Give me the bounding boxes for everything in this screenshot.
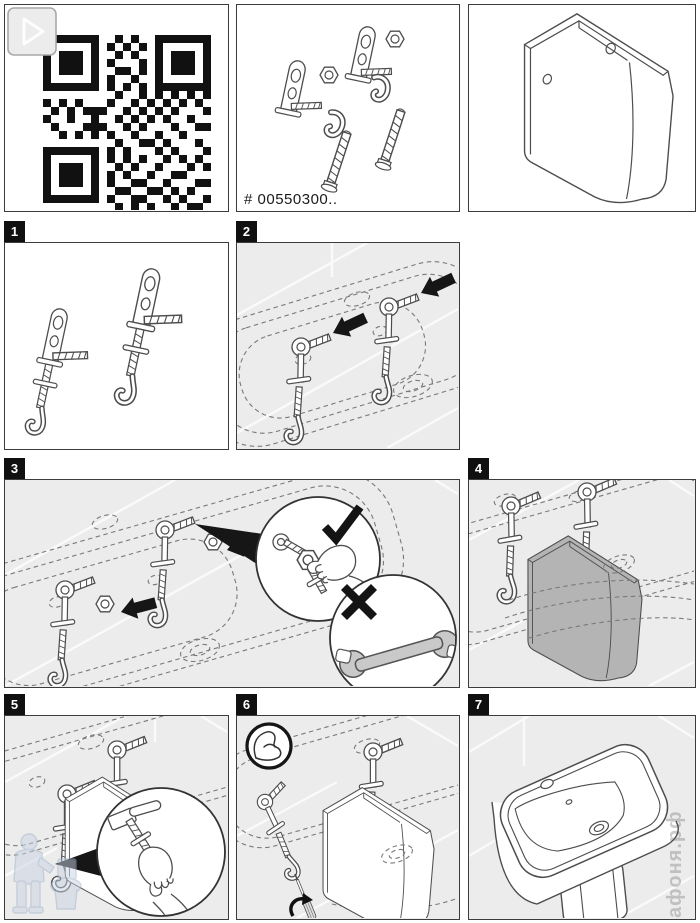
step-badge-6: 6: [236, 694, 257, 715]
callout-no-wrench: [329, 574, 457, 686]
insert-arrow-icon: [328, 307, 371, 343]
watermark-site-text: афоня.рф: [664, 810, 686, 918]
wall-hanger: [46, 574, 95, 686]
hex-nut: [95, 595, 115, 613]
callout-pointer: [195, 524, 263, 568]
watermark-plumber-logo: [2, 829, 90, 923]
washbasin: [491, 744, 679, 905]
semi-pedestal-illustration: [523, 13, 674, 204]
muscle-icon: [245, 722, 293, 770]
step-badge-5: 5: [4, 694, 25, 715]
wall-hanger: [282, 331, 331, 444]
panel-step-3: [4, 479, 460, 688]
panel-step-4: [468, 479, 696, 688]
bracket-part: [275, 58, 330, 121]
hex-nut: [319, 66, 339, 84]
basin-underside-outline: [237, 261, 458, 447]
wall-hanger: [251, 781, 319, 882]
panel-step-1: [4, 242, 229, 450]
hook-part: [326, 112, 344, 137]
panel-semi-pedestal: [468, 4, 696, 212]
step-badge-4: 4: [468, 458, 489, 479]
panel-step-5: [4, 715, 229, 920]
step-badge-1: 1: [4, 221, 25, 242]
wall-hanger: [146, 514, 195, 627]
semi-pedestal-outline: [322, 787, 435, 918]
panel-step-6: [236, 715, 460, 920]
hook-part: [372, 76, 389, 100]
panel-hardware-kit: # 00550300..: [236, 4, 460, 212]
play-video-icon: [7, 7, 57, 56]
step-badge-3: 3: [4, 458, 25, 479]
panel-step-2: [236, 242, 460, 450]
basin-underside-outline: [5, 480, 405, 686]
qr-code: [43, 35, 211, 210]
semi-pedestal-gray: [527, 535, 643, 682]
part-number: # 00550300..: [244, 191, 338, 208]
panel-qr-video: [4, 4, 229, 212]
assembled-hanger: [111, 266, 192, 411]
hex-nut: [385, 30, 405, 48]
panel-step-7: [468, 715, 696, 920]
step-badge-2: 2: [236, 221, 257, 242]
step-badge-7: 7: [468, 694, 489, 715]
wall-hanger: [370, 291, 419, 404]
assembled-hanger: [22, 306, 97, 440]
bolt-part: [320, 129, 355, 194]
insert-arrow-icon: [416, 267, 458, 303]
bolt-part: [374, 107, 409, 172]
callout-pointer: [55, 848, 101, 876]
callout-adjust-hook: [96, 787, 226, 917]
rotate-arrow-icon: [289, 893, 313, 917]
